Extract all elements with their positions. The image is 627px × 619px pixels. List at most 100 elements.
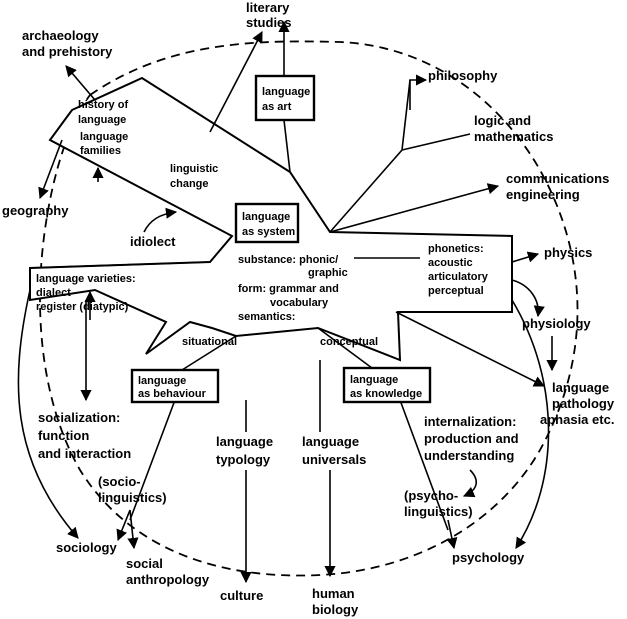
arrow-comm xyxy=(329,183,500,233)
line-conceptual xyxy=(317,327,373,369)
box-knowledge-line1: language xyxy=(350,374,398,386)
label-anthropology-1: social xyxy=(126,556,163,571)
label-biology-2: biology xyxy=(312,602,359,617)
label-internalization-3: understanding xyxy=(424,448,514,463)
label-phonetics-1: phonetics: xyxy=(428,243,484,255)
line-art-literary xyxy=(283,119,291,173)
arrow-geography xyxy=(38,139,63,200)
label-sociolinguistics-1: (socio- xyxy=(98,474,141,489)
dashed-circle-outline xyxy=(39,40,579,577)
label-socialization-1: socialization: xyxy=(38,410,120,425)
label-form-2: vocabulary xyxy=(270,297,329,309)
label-literary-2: studies xyxy=(246,15,292,30)
svg-text:situational: situational xyxy=(182,336,237,348)
svg-text:(psycho-linguistics): (psycho-linguistics) xyxy=(404,488,473,519)
label-situational: situational xyxy=(182,336,237,348)
line-logic xyxy=(401,133,471,151)
line-knowledge-psych xyxy=(399,399,449,531)
arrow-pathology xyxy=(395,311,546,387)
label-literary-1: literary xyxy=(246,0,290,15)
label-history-2: language xyxy=(78,114,126,126)
svg-text:semantics:: semantics: xyxy=(238,311,295,323)
arrow-literary-history xyxy=(209,31,263,133)
line-situational xyxy=(181,335,237,371)
label-psycholinguistics-2: linguistics) xyxy=(404,504,473,519)
svg-text:physics: physics xyxy=(544,245,592,260)
label-semantics: semantics: xyxy=(238,311,295,323)
label-culture: culture xyxy=(220,588,263,603)
box-behaviour-line2: as behaviour xyxy=(138,388,207,400)
arrow-sociology-left xyxy=(17,289,79,539)
label-universals-2: universals xyxy=(302,452,366,467)
label-typology-2: typology xyxy=(216,452,271,467)
arrow-internalization xyxy=(462,469,477,498)
box-language-as-behaviour xyxy=(130,368,220,404)
label-substance-2: graphic xyxy=(308,267,348,279)
label-phonetics-2: acoustic xyxy=(428,257,473,269)
label-comm-1: communications xyxy=(506,171,609,186)
label-idiolect: idiolect xyxy=(130,234,176,249)
label-archaeology-1: archaeology xyxy=(22,28,99,43)
arrow-idiolect xyxy=(143,207,178,233)
label-archaeology-2: and prehistory xyxy=(22,44,113,59)
label-substance-1: substance: phonic/ xyxy=(238,254,338,266)
box-art-line2: as art xyxy=(262,101,292,113)
label-anthropology-2: anthropology xyxy=(126,572,210,587)
line-behaviour-social xyxy=(129,399,176,521)
arrow-philosophy xyxy=(409,74,428,110)
svg-text:internalization:production and: internalization:production andunderstand… xyxy=(424,414,519,463)
svg-text:psychology: psychology xyxy=(452,550,525,565)
box-system-line2: as system xyxy=(242,226,295,238)
varieties-divider xyxy=(29,261,211,269)
line-philosophy xyxy=(329,79,411,233)
box-behaviour-line1: language xyxy=(138,375,186,387)
label-history-4: families xyxy=(80,145,121,157)
label-socialization-3: and interaction xyxy=(38,446,131,461)
svg-text:conceptual: conceptual xyxy=(320,336,378,348)
label-pathology-3: aphasia etc. xyxy=(540,412,614,427)
label-phonetics-4: perceptual xyxy=(428,285,484,297)
label-internalization-2: production and xyxy=(424,431,519,446)
label-sociolinguistics-2: linguistics) xyxy=(98,490,167,505)
label-history-1: history of xyxy=(78,99,128,111)
label-form-1: form: grammar and xyxy=(238,283,339,295)
label-pathology-2: pathology xyxy=(552,396,615,411)
arrow-psychology xyxy=(446,519,458,550)
label-history-3: language xyxy=(80,131,128,143)
label-physiology: physiology xyxy=(522,316,591,331)
label-universals-1: language xyxy=(302,434,359,449)
box-language-as-art xyxy=(254,74,316,122)
svg-text:philosophy: philosophy xyxy=(428,68,498,83)
label-pathology-1: language xyxy=(552,380,609,395)
label-psycholinguistics-1: (psycho- xyxy=(404,488,458,503)
label-varieties-1: language varieties: xyxy=(36,273,136,285)
arrow-physiology xyxy=(511,279,545,318)
svg-text:culture: culture xyxy=(220,588,263,603)
svg-text:physiology: physiology xyxy=(522,316,591,331)
history-divider xyxy=(49,109,73,141)
label-logic-1: logic and xyxy=(474,113,531,128)
svg-text:substance: phonic/graphic: substance: phonic/graphic xyxy=(238,254,348,279)
svg-text:(socio-linguistics): (socio-linguistics) xyxy=(98,474,167,505)
label-change-2: change xyxy=(170,178,209,190)
label-physics: physics xyxy=(544,245,592,260)
box-language-as-system xyxy=(234,202,300,244)
svg-text:idiolect: idiolect xyxy=(130,234,176,249)
label-sociology: sociology xyxy=(56,540,117,555)
label-change-1: linguistic xyxy=(170,163,218,175)
